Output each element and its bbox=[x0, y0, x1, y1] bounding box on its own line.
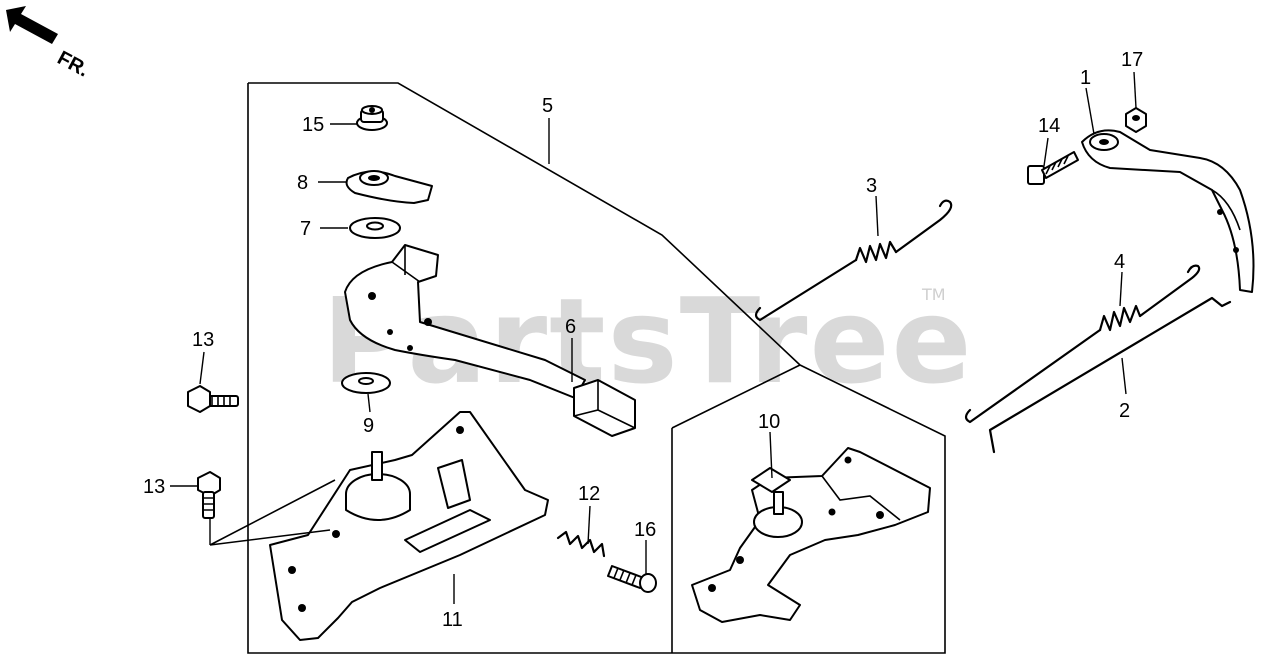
callout-14: 14 bbox=[1038, 115, 1060, 137]
callout-3: 3 bbox=[866, 175, 877, 197]
part-1-lever-arm[interactable] bbox=[1081, 129, 1255, 293]
part-3-spring-rod[interactable] bbox=[754, 199, 953, 322]
part-16-screw[interactable] bbox=[607, 565, 657, 593]
callout-8: 8 bbox=[297, 172, 308, 194]
callout-labels: 1 2 3 4 5 6 7 8 9 10 11 12 13 13 14 15 1… bbox=[143, 49, 1143, 631]
part-11-base-plate[interactable] bbox=[209, 411, 549, 641]
part-6-control-lever[interactable] bbox=[344, 244, 636, 437]
callout-13-lower: 13 bbox=[143, 476, 165, 498]
part-17-nut[interactable] bbox=[1125, 107, 1147, 133]
front-label: FR. bbox=[54, 47, 93, 82]
callout-11: 11 bbox=[442, 609, 463, 631]
callout-2: 2 bbox=[1119, 400, 1130, 422]
part-13-bolt-upper[interactable] bbox=[187, 385, 239, 413]
part-14-bolt[interactable] bbox=[1027, 151, 1079, 185]
callout-10: 10 bbox=[758, 411, 780, 433]
part-9-washer[interactable] bbox=[341, 372, 391, 394]
callout-6: 6 bbox=[565, 316, 576, 338]
assembly-outline bbox=[247, 82, 946, 654]
part-2-rod[interactable] bbox=[988, 296, 1232, 454]
callout-16: 16 bbox=[634, 519, 656, 541]
part-8-cam-plate[interactable] bbox=[345, 170, 433, 204]
callout-15: 15 bbox=[302, 114, 324, 136]
callout-9: 9 bbox=[363, 415, 374, 437]
part-4-spring-rod[interactable] bbox=[964, 264, 1201, 424]
callout-13-upper: 13 bbox=[192, 329, 214, 351]
part-15-nut[interactable] bbox=[356, 105, 388, 131]
leader-lines bbox=[170, 71, 1137, 604]
callout-17: 17 bbox=[1121, 49, 1143, 71]
part-12-spring[interactable] bbox=[556, 530, 606, 558]
callout-4: 4 bbox=[1114, 251, 1125, 273]
trademark-symbol: TM bbox=[921, 285, 946, 304]
part-10-governor-bracket[interactable] bbox=[691, 447, 931, 623]
callout-5: 5 bbox=[542, 95, 553, 117]
front-orientation-indicator: FR. bbox=[6, 6, 92, 82]
callout-1: 1 bbox=[1080, 67, 1091, 89]
part-13-bolt-lower[interactable] bbox=[197, 471, 221, 519]
callout-7: 7 bbox=[300, 218, 311, 240]
part-7-washer[interactable] bbox=[349, 217, 401, 239]
callout-12: 12 bbox=[578, 483, 600, 505]
front-arrow-icon bbox=[6, 6, 58, 44]
